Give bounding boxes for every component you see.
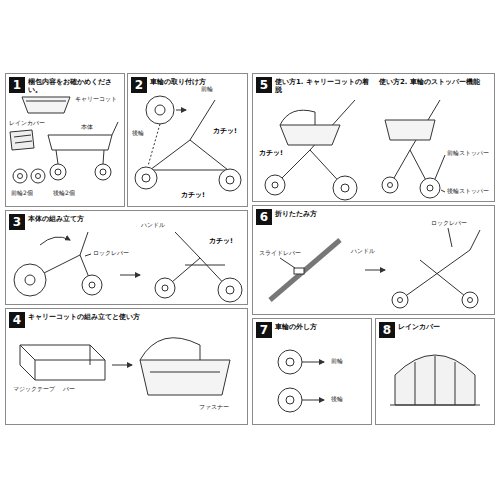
step-number: 5 (256, 77, 272, 93)
step-heading: 使い方2. 車輪のストッパー機能 (379, 78, 480, 86)
step-number: 8 (379, 322, 395, 338)
part-label: スライドレバー (258, 250, 302, 257)
step-heading: 折りたたみ方 (275, 210, 317, 218)
step-heading: 車輪の取り付け方 (150, 78, 206, 86)
step-number-badge: 4 (9, 312, 25, 328)
step-heading: レインカバー (398, 323, 440, 331)
step-number: 2 (131, 77, 147, 93)
step-number-badge: 8 (379, 322, 395, 338)
step-number: 7 (256, 322, 272, 338)
part-label: ロックレバー (92, 250, 130, 257)
step-number-badge: 1 (9, 77, 25, 93)
step-heading: 車輪の外し方 (275, 323, 317, 331)
step-number-badge: 2 (131, 77, 147, 93)
step-number-badge: 6 (256, 209, 272, 225)
step-number: 3 (9, 214, 25, 230)
step-number: 1 (9, 77, 25, 93)
instruction-panel: 車輪の外し方7 (252, 318, 372, 425)
part-label: バー (62, 386, 76, 393)
step-heading: 本体の組み立て方 (28, 215, 84, 223)
click-callout: カチッ! (212, 128, 238, 135)
part-label: ロックレバー (430, 220, 468, 227)
part-label: 後輪2個 (52, 190, 76, 197)
part-label: 後輪 (131, 130, 145, 137)
part-label: マジックテープ (12, 386, 56, 393)
step-number-badge: 5 (256, 77, 272, 93)
step-heading: 梱包内容をお確かめください。 (28, 78, 122, 95)
part-label: レインカバー (8, 120, 46, 127)
part-label: 後輪ストッパー (446, 188, 490, 195)
click-callout: カチッ! (258, 150, 284, 157)
click-callout: カチッ! (180, 192, 206, 199)
part-label: 後輪 (330, 396, 344, 403)
part-label: 前輪 (330, 358, 344, 365)
part-label: 前輪2個 (10, 190, 34, 197)
part-label: 本体 (80, 124, 94, 131)
click-callout: カチッ! (208, 238, 234, 245)
part-label: ハンドル (350, 248, 376, 255)
step-number-badge: 7 (256, 322, 272, 338)
step-number: 4 (9, 312, 25, 328)
step-heading: 使い方1. キャリーコットの着脱 (275, 78, 375, 95)
step-number-badge: 3 (9, 214, 25, 230)
part-label: ファスナー (198, 404, 230, 411)
instruction-panel: 車輪の取り付け方2 (127, 73, 248, 207)
instruction-panel: 使い方1. キャリーコットの着脱使い方2. 車輪のストッパー機能 5 (252, 73, 495, 202)
step-number: 6 (256, 209, 272, 225)
part-label: キャリーコット (74, 96, 118, 103)
part-label: 前輪 (200, 86, 214, 93)
step-heading: キャリーコットの組み立てと使い方 (28, 313, 140, 321)
instruction-panel: 本体の組み立て方3 (5, 210, 248, 305)
instruction-panel: レインカバー8 (375, 318, 495, 425)
part-label: ハンドル (140, 222, 166, 229)
part-label: 前輪ストッパー (446, 150, 490, 157)
instruction-panel: 梱包内容をお確かめください。1 (5, 73, 125, 207)
